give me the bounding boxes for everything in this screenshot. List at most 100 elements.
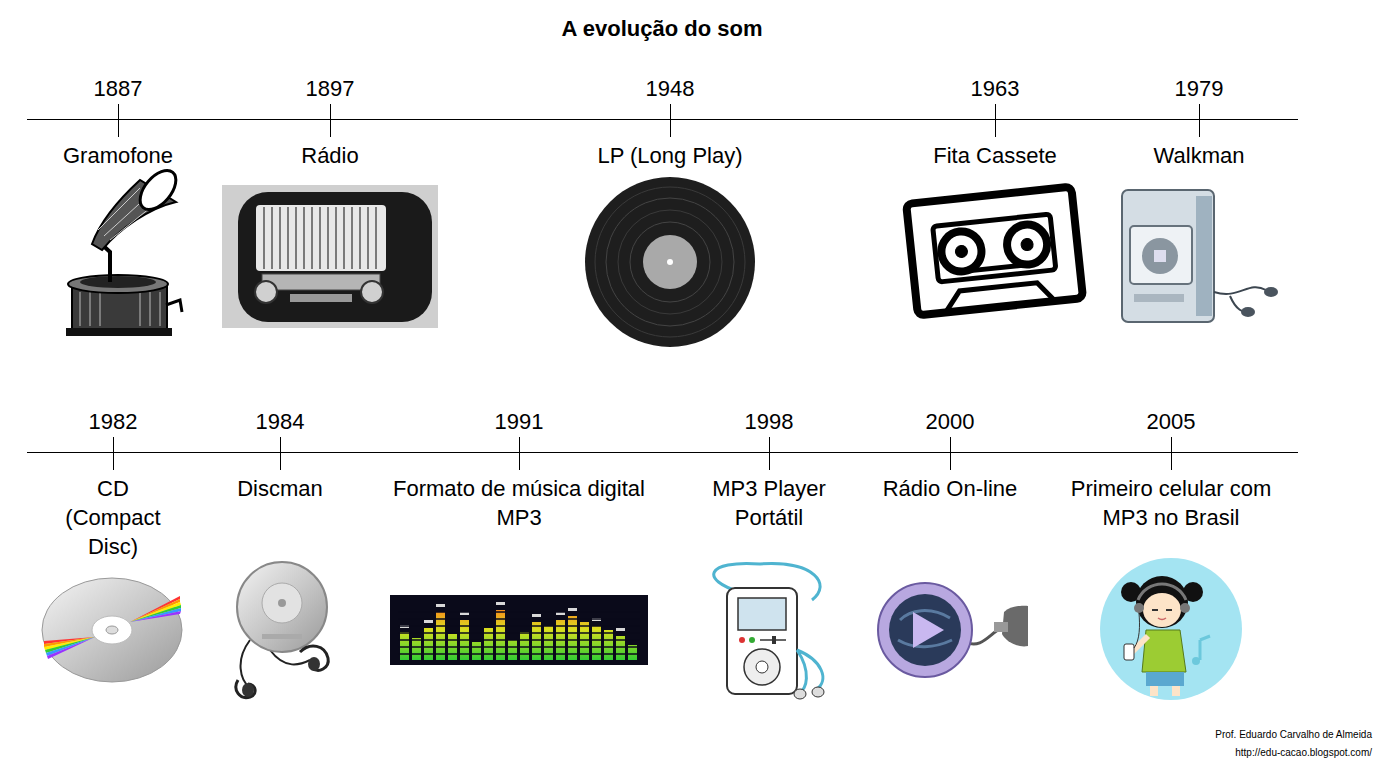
device-label: LP (Long Play) [597,141,742,170]
cd-icon [130,596,180,622]
mp3-player-icon [794,689,806,699]
gramophone-icon [100,292,101,326]
lp-record-icon [585,177,755,347]
timeline-axis [1171,437,1172,470]
radio-icon [222,185,438,328]
online-radio-icon [878,583,972,677]
gramophone-icon [66,328,172,336]
timeline-axis [330,104,331,137]
walkman-icon [1122,190,1214,322]
radio-icon [256,205,386,271]
equalizer-icon [412,638,421,660]
timeline-axis [670,104,671,137]
discman-icon [308,657,320,671]
gramophone-icon [133,164,182,216]
year-label: 1984 [256,409,305,435]
equalizer-icon [472,642,481,660]
lp-record-icon [630,222,710,302]
equalizer-icon [398,618,640,620]
radio-icon [335,207,337,269]
cassette-icon [1005,223,1049,267]
walkman-icon [1122,190,1278,322]
equalizer-icon [616,628,625,631]
device-label: Gramofone [63,141,173,170]
mp3-player-icon [749,637,755,643]
equalizer-icon [398,625,640,627]
equalizer-icon [424,620,433,623]
timeline-axis [27,119,1298,120]
year-label: 1948 [646,76,695,102]
timeline-axis [118,104,119,137]
cd-icon [130,611,181,622]
online-radio-icon [913,612,944,648]
timeline-axis [27,104,1298,470]
cd-icon [130,605,181,622]
mp3-player-icon [797,650,823,692]
cd-icon [106,626,118,634]
equalizer-icon [436,604,445,607]
timeline-axis [769,437,770,470]
radio-icon [319,207,321,269]
cd-icon [130,599,180,622]
walkman-icon [1154,250,1166,262]
cassette-icon [964,264,1030,271]
radio-icon [290,294,352,302]
girl-with-phone-icon [1152,609,1172,611]
gramophone-icon [166,300,182,312]
equalizer-icon [568,608,577,611]
lp-record-icon [606,198,734,326]
device-label: CD (Compact Disc) [58,474,168,561]
year-label: 1998 [745,409,794,435]
gramophone-icon [68,275,168,293]
gramophone-icon [150,292,151,326]
mp3-player-icon [812,687,824,697]
discman-icon [237,562,327,652]
mp3-player-icon [727,588,797,694]
equalizer-icon [520,632,529,660]
equalizer-icon [496,602,505,605]
gramophone-icon [90,292,91,326]
girl-with-phone-icon [1200,636,1210,660]
timeline-axis [1199,104,1200,137]
walkman-icon [1264,287,1278,297]
lp-record-icon [585,177,755,347]
gramophone-icon [80,276,156,288]
year-label: 1887 [94,76,143,102]
cd-icon [42,578,182,682]
device-label: Rádio [301,141,358,170]
equalizer-icon [604,630,613,660]
radio-icon [222,185,438,328]
discman-icon [300,646,328,670]
discman-icon [278,599,286,607]
radio-icon [359,207,361,269]
walkman-icon [1241,307,1255,317]
lp-record-icon [643,235,697,289]
device-label: Discman [237,474,323,503]
mp3-player-icon [772,636,776,644]
walkman-icon [1142,238,1178,274]
discman-icon [262,634,302,639]
girl-with-phone-icon [1136,576,1188,628]
radio-icon [264,207,376,269]
radio-icon [263,207,265,269]
cd-icon [130,602,181,622]
lp-record-icon [618,210,722,314]
walkman-icon [1130,226,1192,284]
device-label: Rádio On-line [883,474,1018,503]
year-label: 2000 [926,409,975,435]
gramophone-icon [140,292,141,326]
mp3-player-icon [744,649,780,685]
gramophone-icon [80,292,81,326]
girl-with-phone-icon [1138,584,1186,600]
timeline-axis [950,437,951,470]
lp-record-icon [667,259,673,265]
timeline-axis [995,104,996,137]
equalizer-icon [400,610,637,660]
radio-icon [375,207,377,269]
radio-icon [279,207,281,269]
girl-with-phone-icon [1134,603,1144,613]
girl-with-phone-icon [1150,686,1158,696]
equalizer-icon [592,626,601,660]
online-radio-icon [889,594,961,666]
